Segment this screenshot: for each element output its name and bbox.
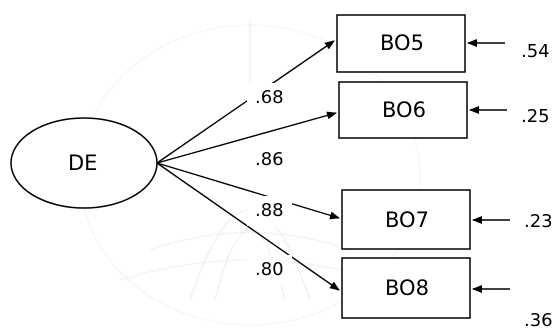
indicator-label-bo6: BO6 — [382, 98, 426, 122]
error-value-bo5: .54 — [521, 41, 550, 62]
loading-path-bo7 — [156, 162, 340, 220]
error-value-bo8: .36 — [524, 310, 553, 331]
latent-factor-label: DE — [68, 151, 98, 175]
loading-value-bo6: .86 — [247, 145, 292, 175]
error-value-bo7: .23 — [524, 211, 553, 232]
indicator-box-bo8 — [341, 257, 471, 319]
loading-value-bo7: .88 — [247, 196, 292, 226]
indicator-box-bo6 — [338, 81, 468, 139]
loading-value-bo8: .80 — [247, 255, 292, 285]
indicator-box-bo5 — [336, 14, 466, 73]
loading-value-bo5: .68 — [247, 83, 292, 113]
loading-path-bo6 — [156, 111, 337, 164]
loading-path-bo5 — [156, 40, 335, 164]
indicator-label-bo7: BO7 — [385, 208, 429, 232]
loading-path-bo8 — [156, 162, 340, 291]
indicator-box-bo7 — [341, 189, 471, 250]
indicator-label-bo8: BO8 — [385, 276, 429, 300]
indicator-label-bo5: BO5 — [380, 31, 424, 55]
error-value-bo6: .25 — [521, 106, 550, 127]
